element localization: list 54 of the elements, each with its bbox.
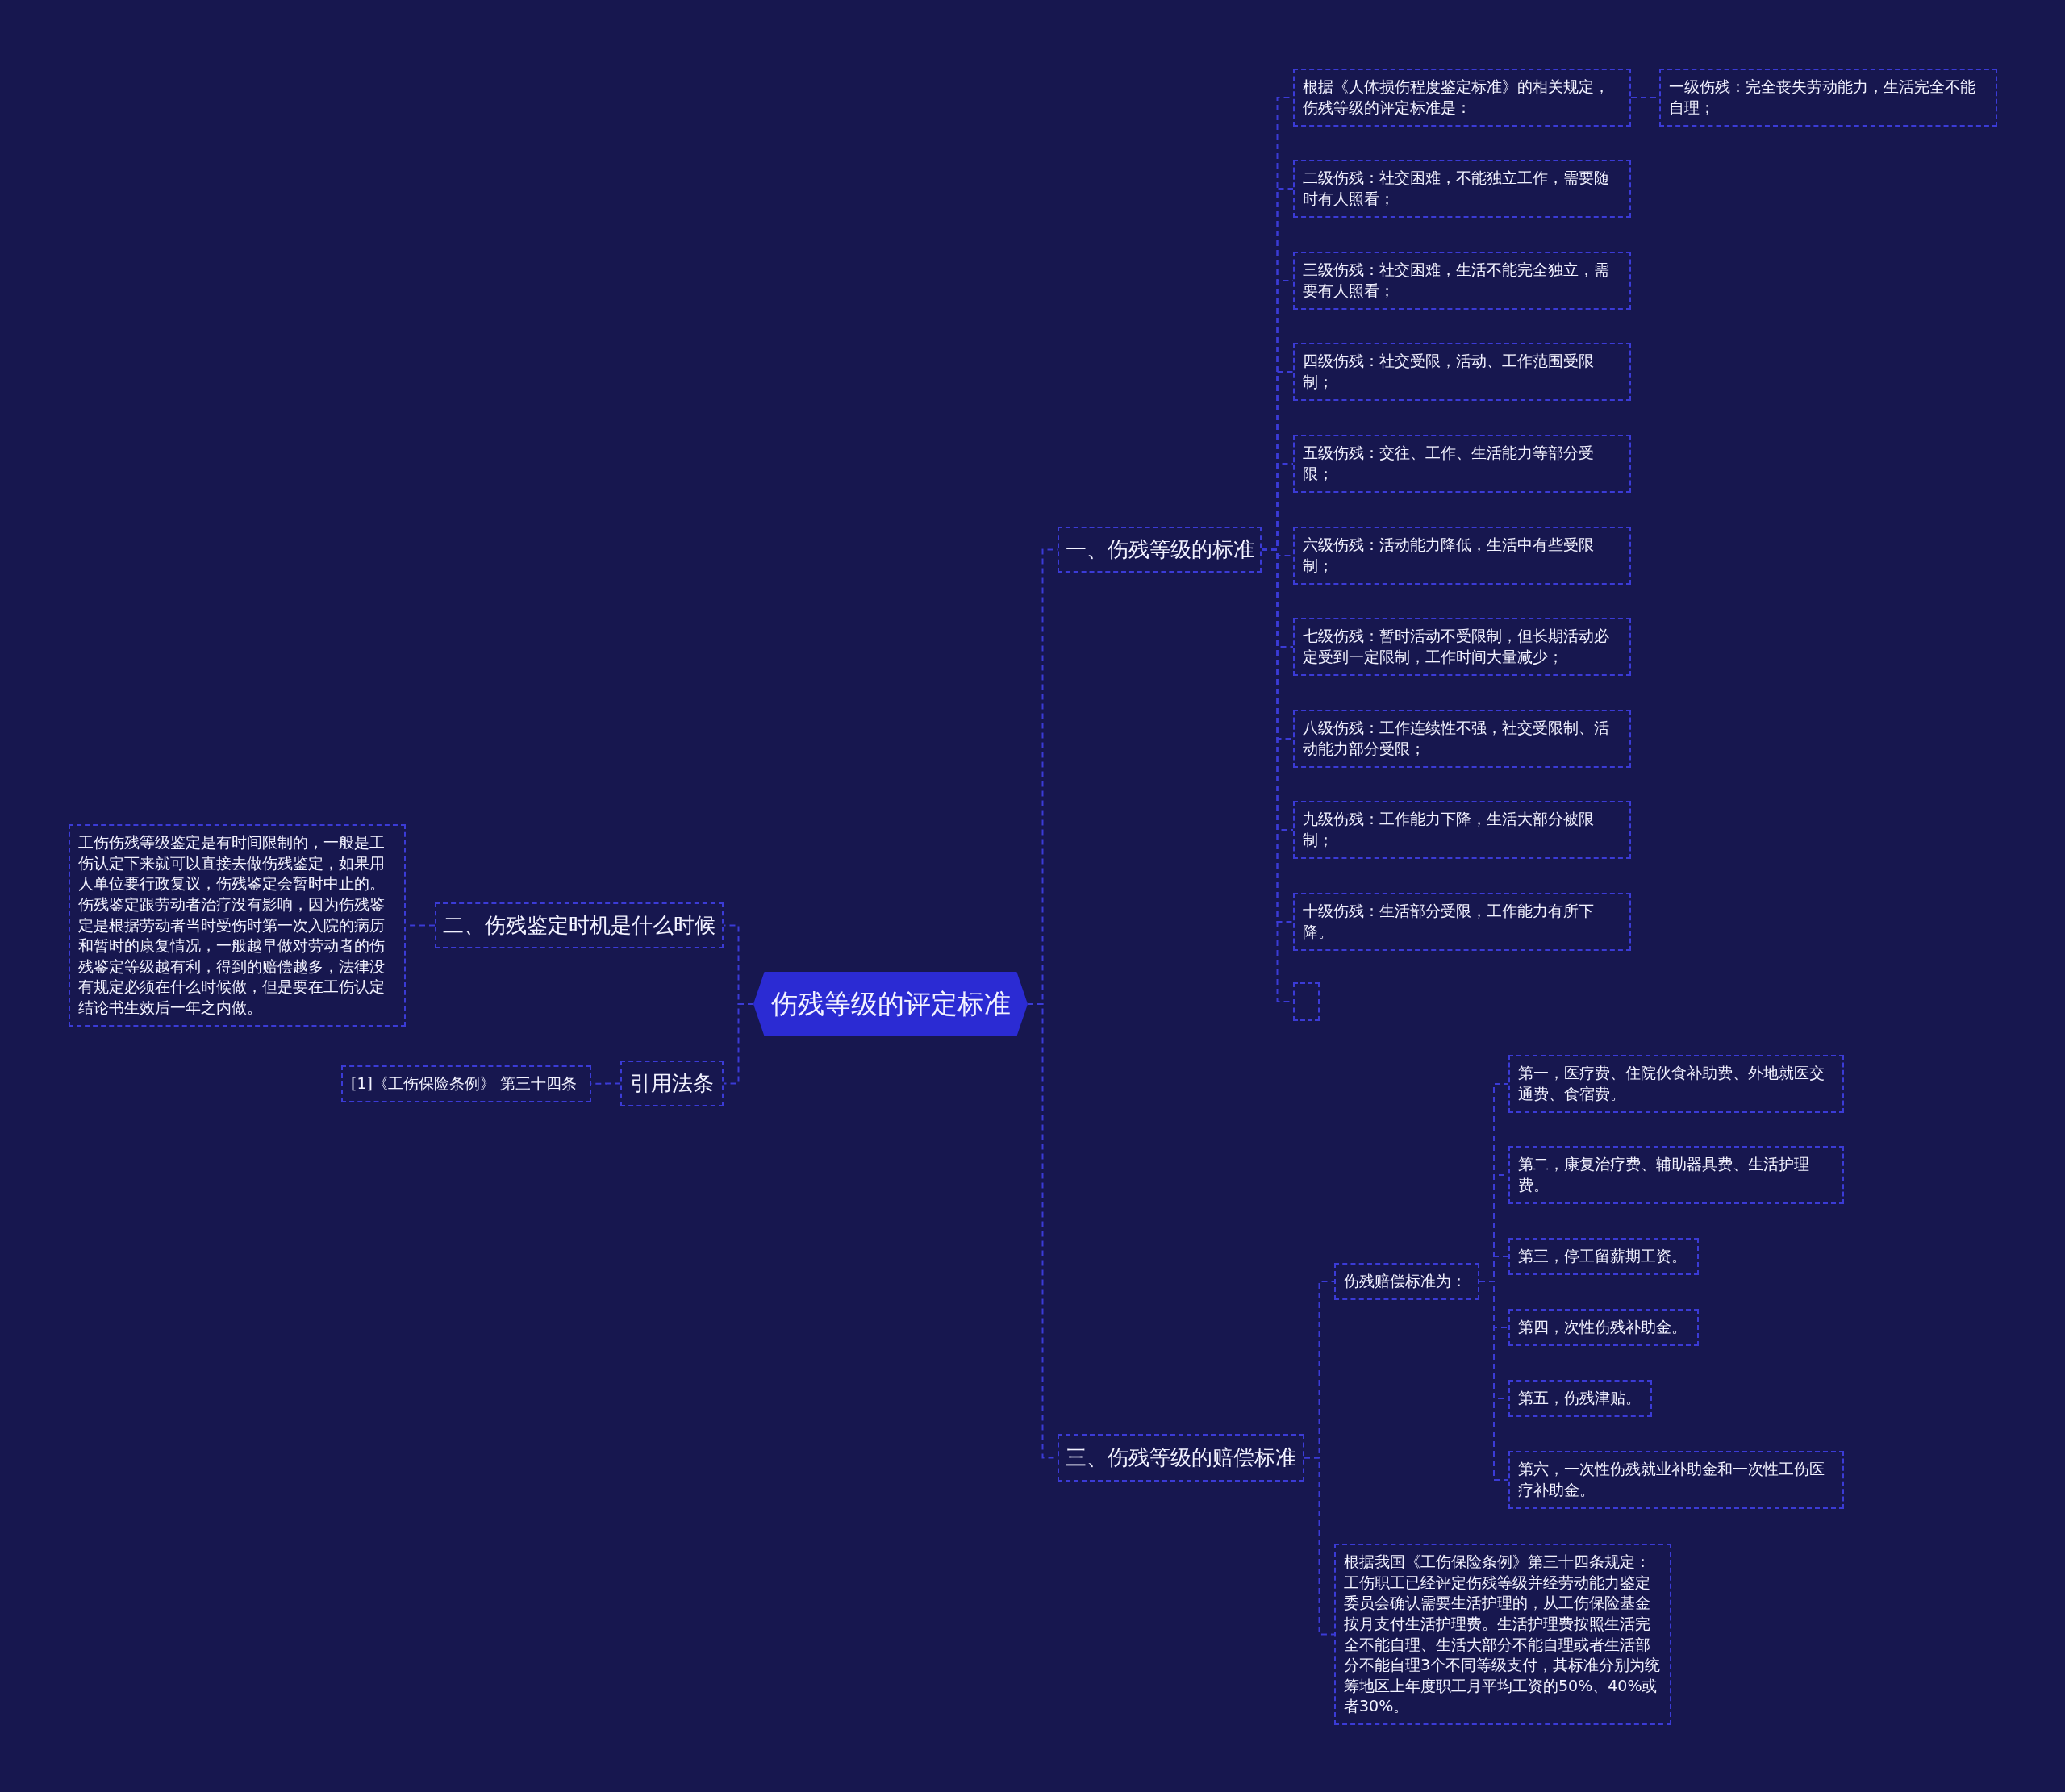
branch-topic-box <box>1058 527 1262 573</box>
subtopic-box <box>1659 69 1997 127</box>
subtopic-text: 五级伤残：交往、工作、生活能力等部分受限； <box>1303 443 1595 484</box>
subtopic-text: 六级伤残：活动能力降低，生活中有些受限制； <box>1303 535 1595 576</box>
connector-line <box>1479 1281 1509 1481</box>
subtopic-text: 第二，康复治疗费、辅助器具费、生活护理费。 <box>1518 1154 1810 1195</box>
subtopic-text: 七级伤残：暂时活动不受限制，但长期活动必定受到一定限制，工作时间大量减少； <box>1303 626 1610 667</box>
subtopic-text: 第四，次性伤残补助金。 <box>1518 1317 1687 1338</box>
branch-topic-text: 三、伤残等级的赔偿标准 <box>1066 1444 1296 1471</box>
subtopic-text: 一级伤残：完全丧失劳动能力，生活完全不能自理； <box>1669 77 1976 118</box>
subtopic-box <box>1508 1451 1844 1509</box>
branch-topic-text: 二、伤残鉴定时机是什么时候 <box>443 912 715 939</box>
subtopic-box <box>1293 252 1631 310</box>
subtopic-text: 三级伤残：社交困难，生活不能完全独立，需要有人照看； <box>1303 260 1610 301</box>
subtopic-text: 八级伤残：工作连续性不强，社交受限制、活动能力部分受限； <box>1303 718 1610 759</box>
subtopic-text: 第三，停工留薪期工资。 <box>1518 1246 1687 1267</box>
branch-topic-box <box>620 1061 724 1106</box>
subtopic-box <box>1508 1146 1844 1204</box>
subtopic-box <box>1293 160 1631 218</box>
subtopic-text: 九级伤残：工作能力下降，生活大部分被限制； <box>1303 809 1595 850</box>
subtopic-box <box>1293 618 1631 676</box>
subtopic-box <box>1508 1380 1652 1417</box>
subtopic-box <box>1293 435 1631 493</box>
subtopic-box <box>69 824 406 1027</box>
subtopic-box <box>1508 1238 1699 1275</box>
subtopic-box <box>1293 710 1631 768</box>
empty-box <box>1293 982 1320 1021</box>
subtopic-box <box>1293 893 1631 951</box>
subtopic-text: 二级伤残：社交困难，不能独立工作，需要随时有人照看； <box>1303 168 1610 209</box>
subtopic-box <box>341 1065 591 1102</box>
branch-topic-box <box>1058 1434 1304 1482</box>
connector-line <box>723 1003 754 1085</box>
branch-topic-box <box>435 902 724 948</box>
subtopic-box <box>1293 527 1631 585</box>
subtopic-text: 第六，一次性伤残就业补助金和一次性工伤医疗补助金。 <box>1518 1459 1825 1500</box>
subtopic-box <box>1508 1055 1844 1113</box>
subtopic-text: 四级伤残：社交受限，活动、工作范围受限制； <box>1303 351 1595 392</box>
subtopic-text: 十级伤残：生活部分受限，工作能力有所下降。 <box>1303 901 1595 942</box>
subtopic-box <box>1508 1309 1699 1346</box>
subtopic-box <box>1293 801 1631 859</box>
subtopic-box <box>1293 69 1631 127</box>
connector-line <box>1304 1457 1335 1636</box>
central-topic: 伤残等级的评定标准 <box>753 972 1028 1036</box>
subtopic-text: [1]《工伤保险条例》 第三十四条 <box>351 1073 577 1094</box>
subtopic-text: 工伤伤残等级鉴定是有时间限制的，一般是工伤认定下来就可以直接去做伤残鉴定，如果用人单位要行政复议，伤残鉴定会暂时中止的。伤残鉴定跟劳动者治疗没有影响，因为伤残鉴定是根据劳动者当时受伤时第一次入院的病历和暂时的康复情况，一般越早做对劳动者的伤残鉴定等级越有利，得到的赔偿越多，法律没有规定必须在什么时候做，但是要在工伤认定结论书生效后一年之内做。 <box>78 832 386 1019</box>
subtopic-text: 伤残赔偿标准为： <box>1344 1271 1466 1292</box>
subtopic-text: 根据《人体损伤程度鉴定标准》的相关规定，伤残等级的评定标准是： <box>1303 77 1610 118</box>
subtopic-text: 根据我国《工伤保险条例》第三十四条规定：工伤职工已经评定伤残等级并经劳动能力鉴定委员会确认需要生活护理的，从工伤保险基金按月支付生活护理费。生活护理费按照生活完全不能自理、生活大部分不能自理或者生活部分不能自理3个不同等级支付，其标准分别为统筹地区上年度职工月平均工资的50%、40%或者30%。 <box>1344 1552 1662 1717</box>
branch-topic-text: 一、伤残等级的标准 <box>1065 536 1254 563</box>
subtopic-box <box>1334 1263 1479 1300</box>
branch-topic-text: 引用法条 <box>630 1070 714 1097</box>
subtopic-box <box>1293 343 1631 401</box>
subtopic-text: 第一，医疗费、住院伙食补助费、外地就医交通费、食宿费。 <box>1518 1063 1825 1104</box>
subtopic-text: 第五，伤残津贴。 <box>1518 1388 1641 1409</box>
